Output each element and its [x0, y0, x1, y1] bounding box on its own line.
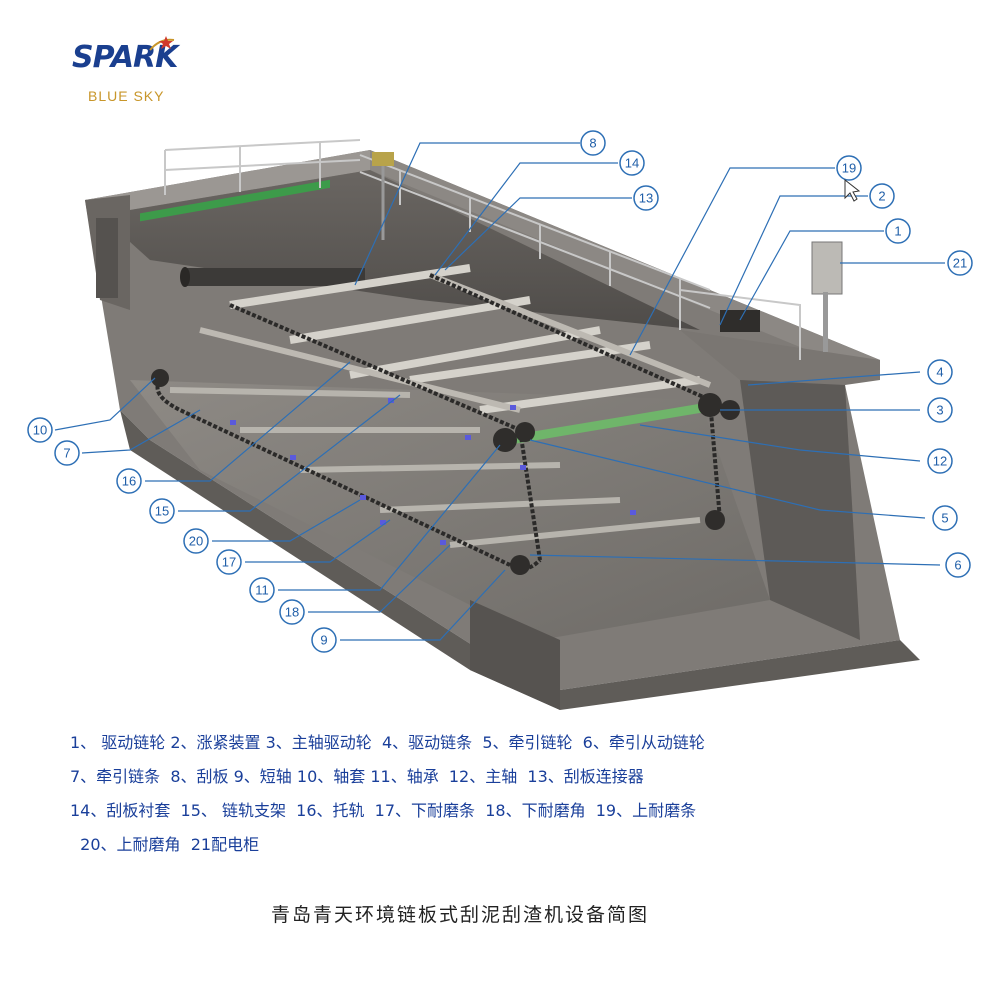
callout-16: 16	[116, 468, 142, 494]
guard-railing	[164, 139, 801, 360]
callout-21: 21	[947, 250, 973, 276]
callout-7: 7	[54, 440, 80, 466]
callout-1: 1	[885, 218, 911, 244]
svg-text:12: 12	[933, 454, 947, 469]
svg-text:3: 3	[936, 403, 943, 418]
logo-star-icon	[149, 36, 175, 51]
legend-line-4: 20、上耐磨角 21配电柜	[70, 835, 260, 854]
upper-rails	[199, 272, 712, 413]
svg-text:5: 5	[941, 511, 948, 526]
leader-lines	[54, 142, 945, 641]
callout-4: 4	[927, 359, 953, 385]
callout-8: 8	[580, 130, 606, 156]
callout-14: 14	[619, 150, 645, 176]
callout-2: 2	[869, 183, 895, 209]
wear-markers	[230, 398, 636, 545]
legend-line-3: 14、刮板衬套 15、 链轨支架 16、托轨 17、下耐磨条 18、下耐磨角 1…	[70, 801, 697, 820]
svg-text:13: 13	[639, 191, 653, 206]
diagram-caption: 青岛青天环境链板式刮泥刮渣机设备简图	[270, 904, 649, 926]
callout-9: 9	[311, 627, 337, 653]
svg-text:7: 7	[63, 446, 70, 461]
svg-text:14: 14	[625, 156, 639, 171]
svg-text:6: 6	[954, 558, 961, 573]
logo-sub-text: BLUE SKY	[88, 88, 165, 104]
svg-text:20: 20	[189, 534, 203, 549]
callout-19: 19	[836, 155, 862, 181]
callout-17: 17	[216, 549, 242, 575]
lower-scrapers	[169, 387, 701, 548]
drive-motor-left	[372, 152, 394, 166]
parts-legend: 1、 驱动链轮 2、涨紧装置 3、主轴驱动轮 4、驱动链条 5、牵引链轮 6、牵…	[70, 726, 970, 862]
callout-12: 12	[927, 448, 953, 474]
cursor-icon	[844, 178, 861, 202]
svg-text:2: 2	[878, 189, 885, 204]
callout-10: 10	[27, 417, 53, 443]
weir-strip	[140, 179, 330, 222]
legend-line-1: 1、 驱动链轮 2、涨紧装置 3、主轴驱动轮 4、驱动链条 5、牵引链轮 6、牵…	[70, 733, 705, 752]
svg-text:11: 11	[255, 583, 269, 598]
svg-text:15: 15	[155, 504, 169, 519]
upper-scrapers	[229, 264, 701, 414]
main-shaft	[509, 400, 721, 445]
svg-text:8: 8	[589, 136, 596, 151]
legend-line-2: 7、牵引链条 8、刮板 9、短轴 10、轴套 11、轴承 12、主轴 13、刮板…	[70, 767, 644, 786]
callout-13: 13	[633, 185, 659, 211]
svg-text:18: 18	[285, 605, 299, 620]
tensioner	[720, 310, 760, 332]
svg-text:19: 19	[842, 161, 856, 176]
callout-18: 18	[279, 599, 305, 625]
svg-text:21: 21	[953, 256, 967, 271]
callout-15: 15	[149, 498, 175, 524]
callout-11: 11	[249, 577, 275, 603]
spark-logo: SPARK BLUE SKY	[72, 36, 192, 108]
sprockets	[151, 369, 740, 575]
svg-text:9: 9	[320, 633, 327, 648]
svg-text:16: 16	[122, 474, 136, 489]
callout-3: 3	[927, 397, 953, 423]
logo-main-text: SPARK	[72, 40, 178, 75]
callout-markers: 8 14 13 19 2 1 21 4 3 12 5 6 10 7 16 15 …	[27, 130, 973, 653]
pipe-left	[180, 267, 365, 287]
svg-text:4: 4	[936, 365, 943, 380]
callout-20: 20	[183, 528, 209, 554]
electrical-cabinet	[811, 241, 843, 352]
svg-text:1: 1	[894, 224, 901, 239]
svg-text:17: 17	[222, 555, 236, 570]
callout-6: 6	[945, 552, 971, 578]
callout-5: 5	[932, 505, 958, 531]
svg-text:10: 10	[33, 423, 47, 438]
scraper-diagram: 8 14 13 19 2 1 21 4 3 12 5 6 10 7 16 15 …	[27, 130, 973, 710]
